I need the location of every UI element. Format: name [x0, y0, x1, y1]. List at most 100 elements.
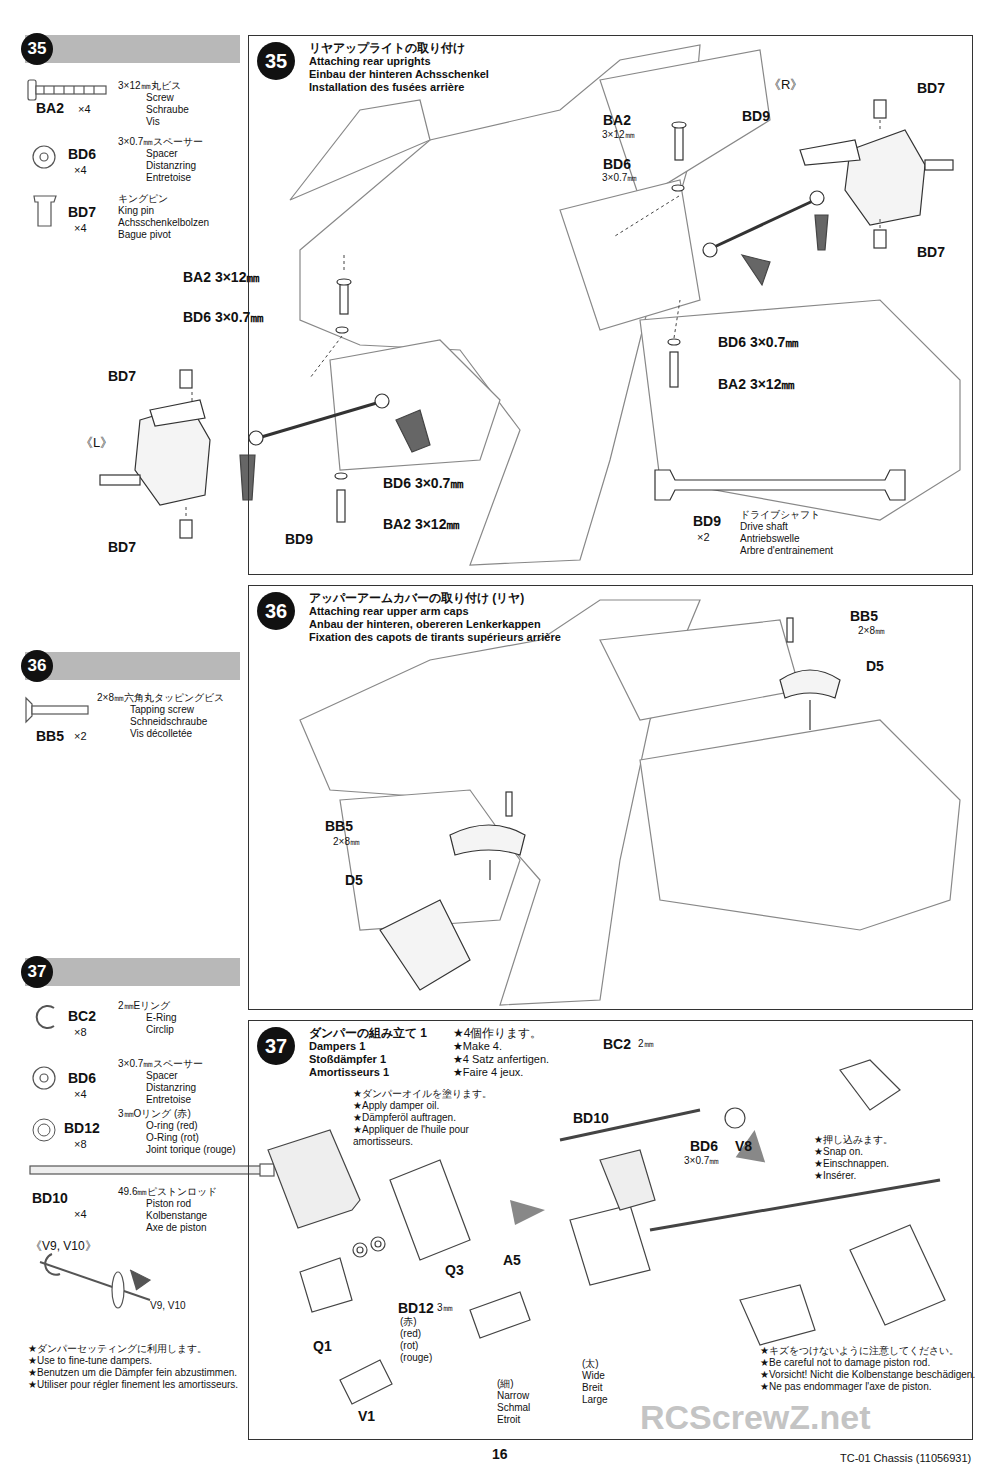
part-code: BD6 3×0.7㎜ — [183, 309, 264, 325]
part-code: V8 — [735, 1138, 752, 1154]
part-label: Schraube — [146, 104, 189, 116]
part-label: ×4 — [74, 222, 87, 235]
part-code: BC2 — [68, 1008, 96, 1024]
part-label: Joint torique (rouge) — [146, 1144, 236, 1156]
part-label: ×4 — [74, 164, 87, 177]
part-label: ★Use to fine-tune dampers. — [28, 1355, 152, 1367]
step-title: Anbau der hinteren, obereren Lenkerkappe… — [309, 618, 541, 631]
part-label: V9, V10 — [150, 1300, 186, 1312]
step-band: 37 — [25, 958, 240, 986]
part-code: 16 — [492, 1446, 508, 1462]
step-number: 36 — [21, 650, 53, 682]
part-label: 2×8㎜ — [333, 836, 360, 848]
part-label: O-Ring (rot) — [146, 1132, 199, 1144]
step-title: アッパーアームカバーの取り付け (リヤ) — [309, 592, 524, 606]
part-label: 3×0.7㎜ — [602, 172, 637, 184]
part-label: Drive shaft — [740, 521, 788, 533]
step-title: Fixation des capots de tirants supérieur… — [309, 631, 561, 644]
part-label: 2×8㎜ — [858, 625, 885, 637]
part-code: BA2 — [36, 100, 64, 116]
part-label: ×4 — [74, 1208, 87, 1221]
part-label: Entretoise — [146, 1094, 191, 1106]
part-label: 2㎜Eリング — [118, 1000, 170, 1012]
part-code: BA2 — [603, 112, 631, 128]
part-label: (赤) — [400, 1316, 417, 1328]
part-code: V1 — [358, 1408, 375, 1424]
part-label: ×8 — [74, 1138, 87, 1151]
part-label: Kolbenstange — [146, 1210, 207, 1222]
part-label: Antriebswelle — [740, 533, 799, 545]
step-title: Einbau der hinteren Achsschenkel — [309, 68, 489, 81]
part-code: BD6 3×0.7㎜ — [718, 334, 799, 350]
part-code: BD12 — [398, 1300, 434, 1316]
part-code: BD10 — [32, 1190, 68, 1206]
step-note: ★Faire 4 jeux. — [453, 1066, 523, 1079]
part-label: Bague pivot — [118, 229, 171, 241]
part-code: BD6 — [603, 156, 631, 172]
part-label: TC-01 Chassis (11056931) — [840, 1452, 971, 1465]
part-label: 《L》 — [80, 436, 113, 451]
part-label: Entretoise — [146, 172, 191, 184]
part-code: BD10 — [573, 1110, 609, 1126]
step-panel: 36 アッパーアームカバーの取り付け (リヤ)Attaching rear upp… — [248, 585, 973, 1010]
part-code: BD7 — [917, 244, 945, 260]
part-label: Vis décolletée — [130, 728, 192, 740]
part-code: BD6 — [690, 1138, 718, 1154]
step-title: リヤアップライトの取り付け — [309, 42, 465, 56]
part-label: Spacer — [146, 1070, 178, 1082]
part-label: 3×0.7㎜スペーサー — [118, 136, 203, 148]
part-label: ×2 — [697, 531, 710, 544]
part-label: Achsschenkelbolzen — [118, 217, 209, 229]
part-label: Etroit — [497, 1414, 520, 1426]
step-band: 35 — [25, 35, 240, 63]
step-title: Attaching rear uprights — [309, 55, 431, 68]
part-label: 3㎜ — [437, 1302, 453, 1314]
part-code: BB5 — [325, 818, 353, 834]
part-label: ★ダンパーオイルを塗ります。 — [353, 1088, 492, 1100]
part-label: (red) — [400, 1328, 421, 1340]
part-label: Large — [582, 1394, 608, 1406]
step-number: 35 — [21, 33, 53, 65]
part-label: 《R》 — [768, 78, 803, 93]
step-note: ★4個作ります。 — [453, 1027, 542, 1041]
part-label: ★Vorsicht! Nicht die Kolbenstange beschä… — [760, 1369, 975, 1381]
part-code: BB5 — [850, 608, 878, 624]
part-code: D5 — [866, 658, 884, 674]
part-code: BC2 — [603, 1036, 631, 1052]
part-label: 3×12㎜ — [602, 129, 635, 141]
part-label: ×4 — [78, 103, 91, 116]
part-code: BD7 — [108, 539, 136, 555]
part-label: Circlip — [146, 1024, 174, 1036]
part-label: 3×0.7㎜ — [684, 1155, 719, 1167]
part-code: BB5 — [36, 728, 64, 744]
part-label: キングピン — [118, 193, 168, 205]
step-number: 37 — [257, 1027, 295, 1065]
part-label: ×2 — [74, 730, 87, 743]
part-label: ×4 — [74, 1088, 87, 1101]
part-code: BA2 3×12㎜ — [718, 376, 795, 392]
part-label: 3×0.7㎜スペーサー — [118, 1058, 203, 1070]
step-number: 36 — [257, 592, 295, 630]
part-label: Schmal — [497, 1402, 530, 1414]
step-note: ★4 Satz anfertigen. — [453, 1053, 549, 1066]
part-label: ★Utiliser pour régler finement les amort… — [28, 1379, 238, 1391]
step-title: Attaching rear upper arm caps — [309, 605, 469, 618]
part-code: BA2 3×12㎜ — [183, 269, 260, 285]
part-label: ★Snap on. — [814, 1146, 863, 1158]
part-label: O-ring (red) — [146, 1120, 198, 1132]
step-title: ダンパーの組み立て 1 — [309, 1027, 427, 1041]
part-label: (細) — [497, 1378, 514, 1390]
part-label: 2㎜ — [638, 1038, 654, 1050]
step-title: Installation des fusées arrière — [309, 81, 464, 94]
part-code: BD12 — [64, 1120, 100, 1136]
part-code: BD9 — [693, 513, 721, 529]
part-label: 3×12㎜丸ビス — [118, 80, 181, 92]
step-band: 36 — [25, 652, 240, 680]
part-code: BD7 — [108, 368, 136, 384]
part-code: BD6 3×0.7㎜ — [383, 475, 464, 491]
part-label: Spacer — [146, 148, 178, 160]
part-label: 49.6㎜ピストンロッド — [118, 1186, 217, 1198]
part-label: 《V9, V10》 — [30, 1240, 97, 1254]
step-title: Dampers 1 — [309, 1040, 365, 1053]
part-label: ★Insérer. — [814, 1170, 856, 1182]
